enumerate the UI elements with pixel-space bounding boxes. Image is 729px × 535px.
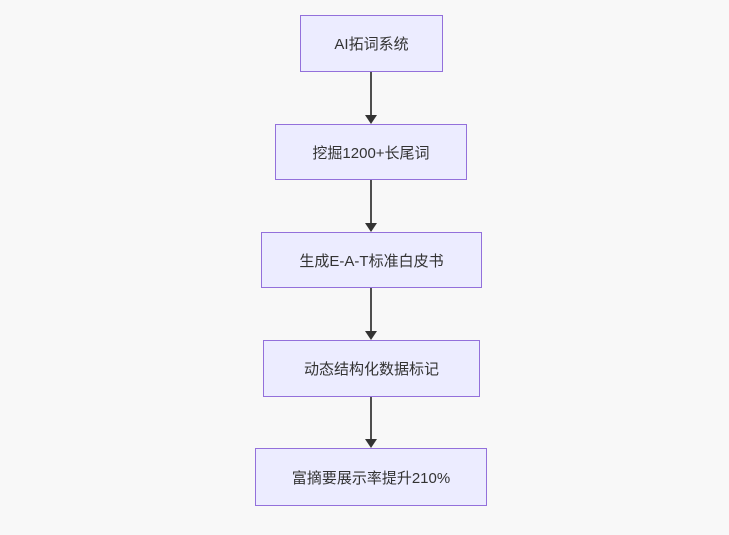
flowchart-node-mine-longtail-keywords: 挖掘1200+长尾词	[275, 124, 467, 180]
edge-line-3	[370, 288, 372, 332]
flowchart-node-generate-eat-whitepaper: 生成E-A-T标准白皮书	[261, 232, 482, 288]
flowchart-node-dynamic-structured-data-markup: 动态结构化数据标记	[263, 340, 480, 397]
edge-line-2	[370, 180, 372, 224]
node-label: 生成E-A-T标准白皮书	[299, 252, 444, 270]
node-label: 动态结构化数据标记	[303, 361, 439, 378]
flowchart-node-rich-snippet-rate-increase: 富摘要展示率提升210%	[255, 448, 487, 506]
flowchart-node-ai-word-expansion-system: AI拓词系统	[300, 15, 443, 72]
arrow-head-icon	[365, 115, 377, 124]
arrow-head-icon	[365, 223, 377, 232]
edge-line-1	[370, 72, 372, 116]
edge-line-4	[370, 397, 372, 440]
arrow-head-icon	[365, 439, 377, 448]
node-label: 富摘要展示率提升210%	[291, 469, 451, 487]
node-label: AI拓词系统	[334, 36, 409, 53]
arrow-head-icon	[365, 331, 377, 340]
node-label: 挖掘1200+长尾词	[312, 144, 430, 162]
